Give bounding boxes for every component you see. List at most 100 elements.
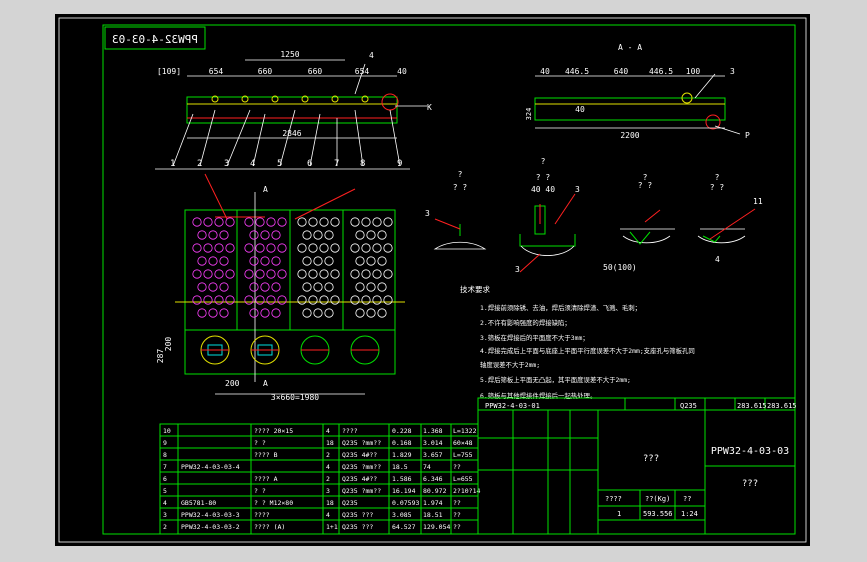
- sieve-hole: [350, 217, 360, 227]
- sieve-hole: [366, 308, 376, 318]
- bom-cell-no: 3: [163, 511, 167, 519]
- sieve-hole: [308, 217, 318, 227]
- sieve-hole: [277, 269, 287, 279]
- plan-dim-287: 287: [156, 349, 165, 364]
- sieve-hole: [244, 217, 254, 227]
- sieve-hole: [319, 217, 329, 227]
- bom-cell-mat: Q235 ?mm??: [342, 463, 381, 471]
- sieve-hole: [313, 282, 323, 292]
- bom-cell-code: PPW32-4-03-03-3: [181, 511, 240, 519]
- section-dim-1: 446.5: [565, 67, 589, 76]
- bom-cell-w1: 0.07593: [392, 499, 419, 507]
- tb-name: ???: [643, 454, 659, 464]
- sieve-hole: [266, 217, 276, 227]
- sieve-hole: [330, 269, 340, 279]
- top-callout-k: K: [427, 103, 432, 112]
- detail-dim-40-40: 40 40: [531, 185, 555, 194]
- sieve-hole: [277, 295, 287, 305]
- plan-length: 3×660=1980: [271, 393, 319, 402]
- tb-upper-m2: 283.615: [767, 402, 797, 410]
- sieve-hole: [313, 256, 323, 266]
- sieve-hole: [214, 217, 224, 227]
- sieve-hole: [271, 308, 281, 318]
- note-line-6: 5.焊后筛板上平面无凸起，其平面度误差不大于2mm;: [480, 375, 631, 384]
- title-block-grid: [477, 397, 796, 535]
- bom-cell-w1: 0.228: [392, 427, 412, 435]
- bom-cell-no: 6: [163, 475, 167, 483]
- sieve-hole: [313, 308, 323, 318]
- plan-dim-200: 200: [225, 379, 240, 388]
- tb-upper-m1: 283.615: [737, 402, 767, 410]
- sieve-hole: [203, 295, 213, 305]
- bom-cell-no: 2: [163, 523, 167, 531]
- sieve-hole: [271, 256, 281, 266]
- bom-cell-note: 2?10?14: [453, 487, 480, 495]
- sieve-hole: [350, 295, 360, 305]
- sieve-hole: [297, 269, 307, 279]
- sieve-hole: [260, 282, 270, 292]
- bom-cell-w2: 1.974: [423, 499, 443, 507]
- sieve-hole: [192, 269, 202, 279]
- sieve-hole: [308, 295, 318, 305]
- tb-val-mass: 593.556: [643, 510, 673, 518]
- sieve-hole: [383, 243, 393, 253]
- bom-cell-qty: 4: [326, 463, 330, 471]
- detail-sub-1: ? ?: [536, 173, 551, 182]
- sieve-hole: [350, 269, 360, 279]
- sieve-hole: [372, 269, 382, 279]
- sieve-hole: [244, 295, 254, 305]
- section-weld-p: P: [745, 131, 750, 140]
- sieve-hole: [355, 282, 365, 292]
- top-dim-1: 654: [209, 67, 224, 76]
- detail-dim-50-100: 50(100): [603, 263, 637, 272]
- bom-cell-no: 4: [163, 499, 167, 507]
- sieve-hole: [192, 217, 202, 227]
- note-line-3: 3.筛板在焊接后的平面度不大于3mm；: [480, 333, 589, 342]
- sieve-hole: [302, 282, 312, 292]
- detail-weld-2: 3: [515, 265, 520, 274]
- mirror-code-box: [104, 26, 206, 50]
- sieve-hole: [225, 217, 235, 227]
- sieve-hole: [330, 243, 340, 253]
- section-dim-0: 40: [540, 67, 550, 76]
- sieve-hole: [372, 295, 382, 305]
- sieve-hole: [208, 282, 218, 292]
- bom-cell-mat: Q235 4#??: [342, 475, 377, 483]
- tb-hdr-1: ??(Kg): [645, 495, 670, 503]
- tb-hdr-0: ????: [605, 495, 622, 503]
- detail-weld-4: 11: [753, 197, 763, 206]
- bom-cell-name: ???? 20×15: [254, 427, 293, 435]
- sieve-hole: [197, 230, 207, 240]
- tb-hdr-2: ??: [683, 495, 691, 503]
- sieve-holes: [192, 217, 393, 318]
- bom-cell-w1: 64.527: [392, 523, 416, 531]
- note-line-5: 轴度误差不大于2mm;: [480, 360, 540, 369]
- sieve-hole: [208, 308, 218, 318]
- bom-cell-name: ? ? M12×80: [254, 499, 293, 507]
- bom-cell-qty: 4: [326, 427, 330, 435]
- bom-cell-mat: Q235 ???: [342, 511, 373, 519]
- sieve-hole: [255, 217, 265, 227]
- sieve-hole: [260, 256, 270, 266]
- sieve-hole: [302, 230, 312, 240]
- sieve-hole: [219, 308, 229, 318]
- detail-label-3: ?: [715, 173, 720, 182]
- sieve-hole: [361, 295, 371, 305]
- part-num-4: 4: [250, 159, 255, 169]
- sieve-hole: [271, 282, 281, 292]
- section-view: [534, 73, 741, 135]
- sieve-hole: [260, 308, 270, 318]
- bom-cell-w2: 3.657: [423, 451, 443, 459]
- top-view: [155, 59, 427, 170]
- bom-cell-w1: 0.168: [392, 439, 412, 447]
- bom-cell-w1: 18.5: [392, 463, 408, 471]
- bom-cell-note: 60×48: [453, 439, 473, 447]
- bom-cell-qty: 4: [326, 511, 330, 519]
- sieve-hole: [197, 282, 207, 292]
- sieve-hole: [383, 269, 393, 279]
- part-num-1: 1: [170, 159, 175, 169]
- bom-cell-code: PPW32-4-03-03-4: [181, 463, 240, 471]
- bom-cell-w2: 1.368: [423, 427, 443, 435]
- sieve-hole: [249, 230, 259, 240]
